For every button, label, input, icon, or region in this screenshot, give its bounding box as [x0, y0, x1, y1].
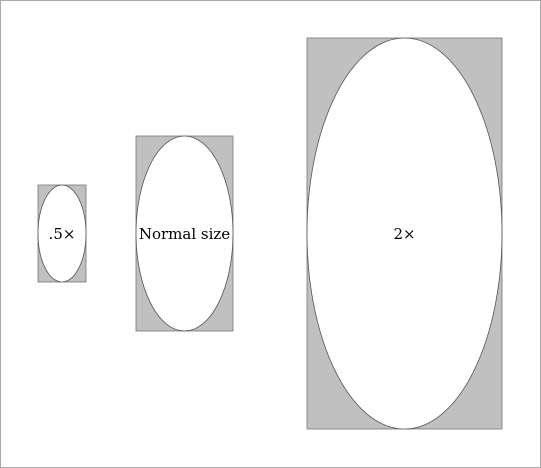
double-size-label: 2× [393, 225, 415, 243]
normal-size-ellipse [135, 135, 234, 332]
half-size-figure: .5× [37, 184, 87, 283]
half-size-label: .5× [49, 225, 76, 243]
double-size-figure: 2× [306, 37, 503, 430]
double-size-ellipse [306, 37, 503, 430]
normal-size-label: Normal size [139, 225, 230, 243]
normal-size-figure: Normal size [135, 135, 234, 332]
half-size-ellipse [37, 184, 87, 283]
